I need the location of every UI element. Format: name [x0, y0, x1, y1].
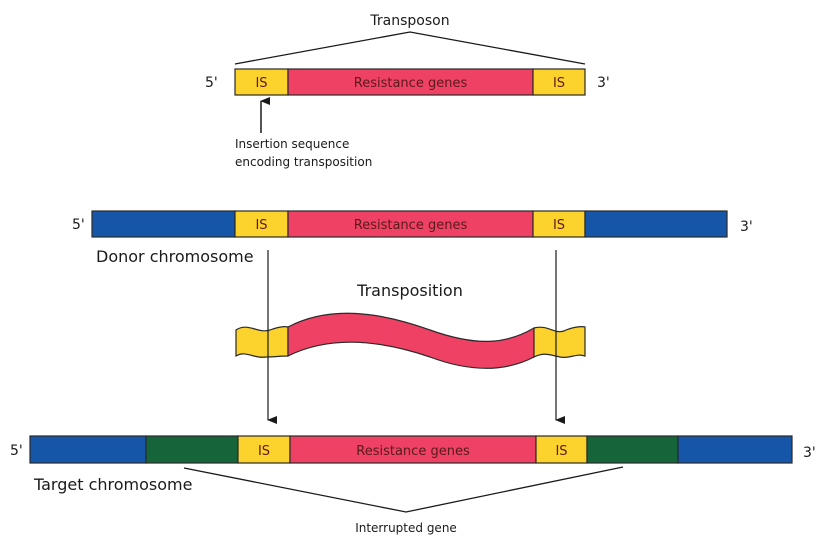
interrupted-gene-bracket [183, 466, 624, 513]
donor-section: 5' IS Resistance genes IS 3' Donor chrom… [72, 210, 753, 266]
transposon-resistance-label: Resistance genes [354, 76, 468, 91]
target-is-right [535, 435, 588, 464]
transposition-is-left [235, 326, 289, 358]
target-is-left-label: IS [258, 444, 270, 459]
transposon-is-left [234, 68, 289, 96]
target-is-right-label: IS [555, 444, 567, 459]
target-chromosome-left [29, 435, 147, 464]
transposon-is-right-label: IS [553, 76, 565, 91]
target-five-prime: 5' [10, 443, 23, 459]
donor-five-prime: 5' [72, 217, 85, 233]
target-three-prime: 3' [803, 445, 816, 461]
donor-chromosome-right [584, 210, 728, 238]
donor-is-left-label: IS [255, 218, 267, 233]
target-interrupted-gene-left [145, 435, 239, 464]
target-chromosome-label: Target chromosome [33, 475, 192, 494]
target-resistance-label: Resistance genes [356, 444, 470, 459]
transposon-section: Transposon 5' IS Resistance genes IS 3' … [205, 13, 610, 169]
target-resistance-genes [289, 435, 537, 464]
annotation-line-2: encoding transposition [235, 155, 372, 169]
transposon-resistance-genes [287, 68, 534, 96]
donor-chromosome-left [91, 210, 236, 238]
donor-chromosome-label: Donor chromosome [96, 247, 254, 266]
target-section: 5' IS Resistance genes IS 3' Target chro… [10, 435, 816, 535]
transposon-is-left-label: IS [255, 76, 267, 91]
transposon-bracket [234, 31, 586, 65]
interrupted-gene-label: Interrupted gene [355, 521, 457, 535]
transposon-five-prime: 5' [205, 75, 218, 91]
target-interrupted-gene-right [586, 435, 679, 464]
donor-resistance-label: Resistance genes [354, 218, 468, 233]
transposon-three-prime: 3' [597, 75, 610, 91]
donor-is-right-label: IS [553, 218, 565, 233]
transposition-section: Transposition [235, 250, 586, 424]
transposition-label: Transposition [356, 281, 463, 300]
target-chromosome-right [677, 435, 793, 464]
transposon-is-right [532, 68, 586, 96]
annotation-line-1: Insertion sequence [235, 137, 349, 151]
transposition-resistance-genes [287, 312, 535, 369]
donor-three-prime: 3' [740, 219, 753, 235]
transposon-title: Transposon [369, 13, 449, 29]
transposition-is-right [533, 326, 586, 359]
